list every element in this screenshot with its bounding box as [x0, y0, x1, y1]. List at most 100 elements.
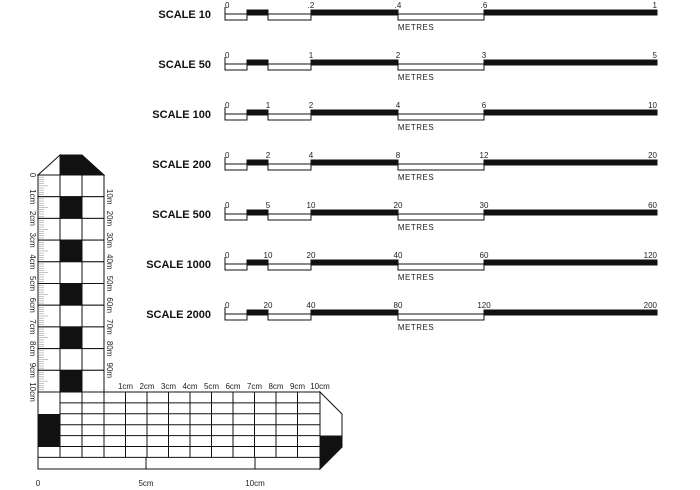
cm-label: 0: [28, 173, 37, 178]
ruler-cap-black: [59, 154, 106, 176]
units-label: METRES: [398, 73, 434, 82]
units-label: METRES: [398, 223, 434, 232]
ruler-cell: [81, 348, 105, 371]
ruler-cell: [59, 348, 83, 371]
bar-segment-white: [224, 263, 248, 271]
bar-segment-black: [246, 209, 269, 216]
tick-label: 6: [482, 101, 487, 110]
bar-segment-black: [310, 309, 399, 316]
tick-label: 0: [225, 251, 230, 260]
units-label: METRES: [398, 273, 434, 282]
ruler-cell: [81, 326, 105, 350]
cm-label: 10cm: [310, 382, 330, 391]
scale-title: SCALE 500: [152, 209, 211, 221]
m-label: 90m: [105, 363, 114, 379]
bar-segment-black: [310, 59, 399, 66]
ruler-cell: [59, 217, 83, 241]
scale-title: SCALE 1000: [146, 259, 211, 271]
bar-segment-black: [483, 159, 658, 166]
bar-segment-white: [224, 213, 248, 221]
tick-label: 0: [225, 201, 230, 210]
bar-segment-white: [224, 313, 248, 321]
bar-segment-black: [483, 309, 658, 316]
tick-label: 0: [225, 101, 230, 110]
ruler-cell-black: [59, 239, 83, 263]
tick-label: 4: [309, 151, 314, 160]
ruler-cap-black: [319, 435, 343, 471]
m-label: 50m: [105, 276, 114, 292]
bar-segment-white: [397, 13, 485, 21]
tick-label: 80: [394, 301, 403, 310]
tick-label: 3: [482, 51, 487, 60]
vertical-ruler: 01cm2cm3cm4cm5cm6cm7cm8cm9cm10cm10m20m30…: [28, 153, 114, 402]
m-label: 20m: [105, 211, 114, 227]
bar-segment-white: [224, 63, 248, 71]
bar-segment-white: [397, 263, 485, 271]
ruler-cell: [59, 261, 83, 284]
bar-segment-white: [397, 213, 485, 221]
cm-label: 9cm: [28, 363, 37, 378]
cm-label: 4cm: [28, 254, 37, 269]
bar-segment-black: [483, 209, 658, 216]
cm-label: 0: [36, 479, 41, 488]
tick-label: 10: [648, 101, 657, 110]
scale-title: SCALE 10: [158, 9, 211, 21]
ruler-cell-black: [59, 369, 83, 393]
ruler-cell: [81, 304, 105, 328]
ruler-cell: [81, 174, 105, 198]
ruler-cell: [81, 283, 105, 306]
tick-label: 40: [394, 251, 403, 260]
ruler-cell: [81, 217, 105, 241]
tick-label: 0: [225, 301, 230, 310]
bar-segment-black: [246, 9, 269, 16]
ruler-cell-black: [59, 196, 83, 219]
ruler-cell: [81, 369, 105, 393]
scale-title: SCALE 100: [152, 109, 211, 121]
m-label: 40m: [105, 254, 114, 270]
bar-segment-black: [483, 9, 658, 16]
tick-label: 2: [396, 51, 401, 60]
ruler-cell: [81, 239, 105, 263]
tick-label: 60: [648, 201, 657, 210]
tick-label: .6: [481, 1, 488, 10]
cm-label: 9cm: [290, 382, 305, 391]
cm-label: 3cm: [28, 233, 37, 248]
ruler-cell-black: [59, 283, 83, 306]
ruler-cell: [59, 304, 83, 328]
bar-segment-black: [483, 259, 658, 266]
m-label: 10m: [105, 189, 114, 205]
tick-label: 20: [264, 301, 273, 310]
bar-segment-black: [310, 159, 399, 166]
cm-label: 6cm: [225, 382, 240, 391]
tick-label: 120: [644, 251, 658, 260]
tick-label: 120: [477, 301, 491, 310]
cm-label: 5cm: [138, 479, 153, 488]
tick-label: 40: [307, 301, 316, 310]
scale-title: SCALE 50: [158, 59, 211, 71]
cm-label: 1cm: [28, 189, 37, 204]
m-label: 30m: [105, 232, 114, 248]
m-label: 80m: [105, 341, 114, 357]
cm-label: 7cm: [28, 319, 37, 334]
bar-segment-white: [267, 163, 312, 171]
tick-label: 0: [225, 1, 230, 10]
bar-segment-white: [267, 113, 312, 121]
tick-label: 2: [266, 151, 271, 160]
tick-label: 1: [266, 101, 271, 110]
tick-label: 5: [266, 201, 271, 210]
ruler-cell: [81, 261, 105, 284]
ruler-cell: [59, 174, 83, 198]
bar-segment-white: [397, 63, 485, 71]
bar-segment-white: [224, 113, 248, 121]
cm-label: 6cm: [28, 298, 37, 313]
cm-label: 8cm: [268, 382, 283, 391]
tick-label: 20: [307, 251, 316, 260]
cm-label: 4cm: [182, 382, 197, 391]
tick-label: 0: [225, 151, 230, 160]
tick-label: 4: [396, 101, 401, 110]
